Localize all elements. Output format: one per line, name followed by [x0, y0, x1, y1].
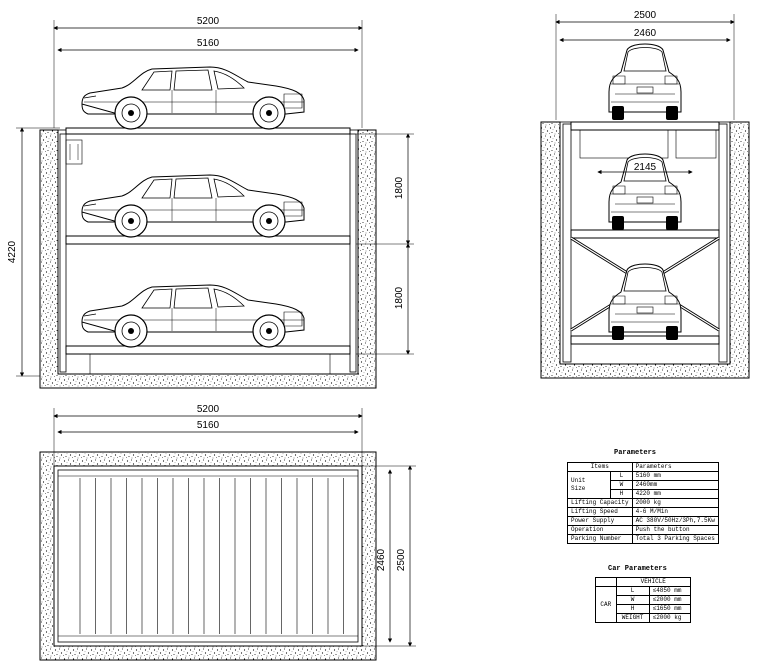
table-row: VEHICLE — [595, 577, 692, 587]
side-height-total-label: 4220 — [7, 240, 18, 263]
top-width-outer-label: 5200 — [197, 404, 220, 415]
top-depth-inner-label: 2460 — [376, 548, 387, 571]
front-platform-width-label: 2145 — [634, 162, 657, 173]
table-row: Operation Push the button — [567, 525, 719, 535]
top-depth-outer-label: 2500 — [396, 548, 407, 571]
table-row: Items Parameters — [567, 462, 719, 472]
front-view: 2500 2460 2145 — [540, 10, 750, 379]
table-row: Lifting Speed 4-6 M/Min — [567, 507, 719, 517]
header-items: Items — [567, 462, 633, 472]
table-row: CAR L ≤4850 mm — [595, 586, 692, 623]
table-row: Unit Size L 5160 mm — [566, 471, 719, 499]
top-view: 5200 5160 2460 2500 — [39, 404, 416, 661]
vehicle-header: VEHICLE — [615, 577, 692, 587]
header-parameters: Parameters — [631, 462, 719, 472]
front-width-outer-label: 2500 — [634, 10, 657, 21]
side-view: 5200 5160 4220 1800 1800 — [7, 16, 414, 389]
platform-slats — [79, 478, 344, 634]
parameters-table: Items Parameters Unit Size L 5160 mm W 2… — [566, 462, 719, 544]
table-row: Lifting Capacity 2000 kg — [567, 498, 719, 508]
top-width-inner-label: 5160 — [197, 420, 220, 431]
side-width-inner-label: 5160 — [197, 38, 220, 49]
car-group-label: CAR — [595, 586, 617, 623]
side-level-lower-label: 1800 — [394, 286, 405, 309]
front-width-inner-label: 2460 — [634, 28, 657, 39]
car-parameters-title: Car Parameters — [608, 565, 667, 573]
car-parameters-table: VEHICLE CAR L ≤4850 mm W ≤2000 mm H ≤165… — [595, 577, 692, 623]
table-row: WEIGHT ≤2000 kg — [596, 613, 692, 623]
parameters-title: Parameters — [614, 449, 657, 457]
side-width-outer-label: 5200 — [197, 16, 220, 27]
side-level-upper-label: 1800 — [394, 176, 405, 199]
table-row: Parking Number Total 3 Parking Spaces — [567, 534, 719, 544]
size-label: Unit Size — [566, 471, 612, 499]
table-row: Power Supply AC 380V/50Hz/3Ph,7.5Kw — [567, 516, 719, 526]
